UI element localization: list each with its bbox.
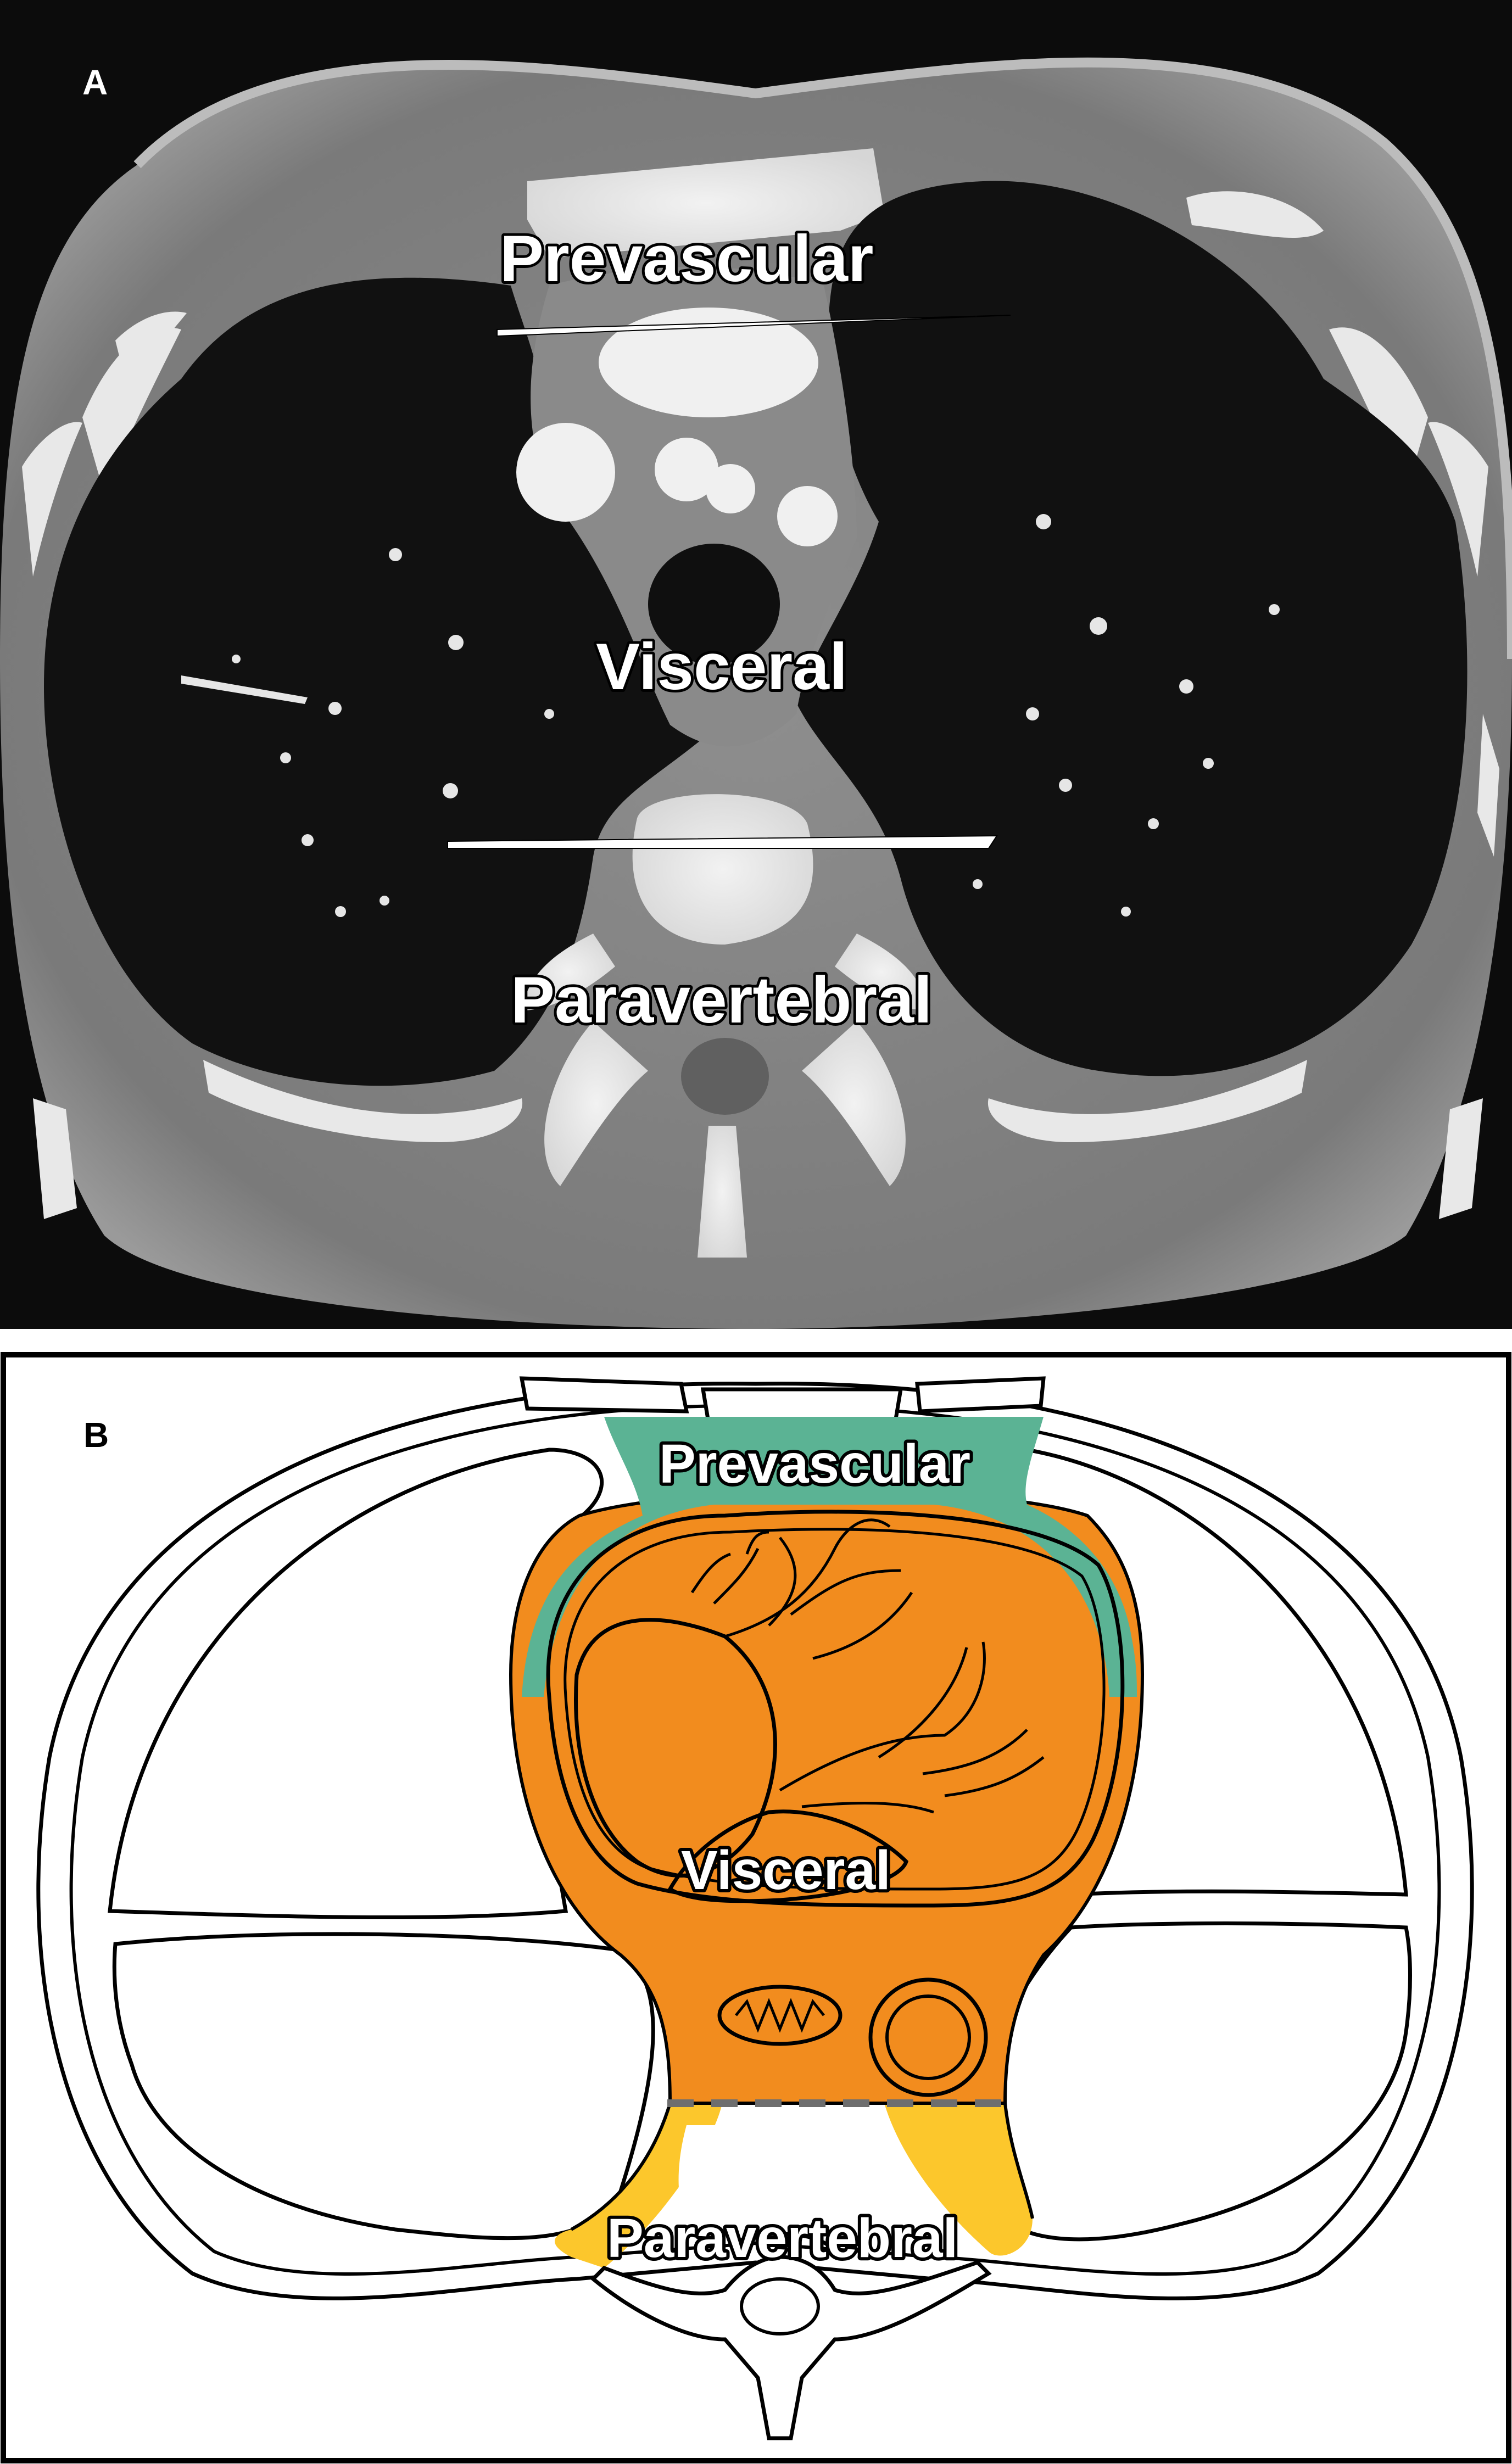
esophagus-lumen xyxy=(735,1998,825,2033)
panel-b-paravertebral-label: Paravertebral xyxy=(607,2208,958,2269)
pericardium-outer xyxy=(546,1510,1125,1908)
ct-sternum xyxy=(527,148,884,258)
panel-b-diagram: B Prevascular Visceral Paravertebral xyxy=(1,1352,1511,2463)
ct-ribs xyxy=(22,191,1499,1219)
ct-prevascular-boundary-line xyxy=(496,315,1011,337)
panel-a-visceral-label: Visceral xyxy=(596,630,847,703)
chest-wall-inner xyxy=(69,1404,1441,2276)
ct-skin-edge xyxy=(133,57,1512,660)
panel-b-prevascular-label: Prevascular xyxy=(659,1433,970,1495)
paravertebral-compartment-left-edge xyxy=(570,2103,672,2231)
ct-paravertebral-boundary-line xyxy=(447,835,998,849)
ct-spinal-canal xyxy=(681,1038,769,1115)
esophagus xyxy=(717,1985,843,2046)
coronary-vessels xyxy=(690,1518,1045,1814)
panel-a-letter: A xyxy=(82,63,108,102)
ct-trachea xyxy=(648,544,780,664)
vertebral-body-outline xyxy=(729,2232,831,2248)
paravertebral-compartment xyxy=(555,2103,1033,2268)
panel-b-visceral-label: Visceral xyxy=(681,1840,891,1901)
vertebral-arch xyxy=(590,2255,992,2440)
panel-a-prevascular-label: Prevascular xyxy=(500,222,874,295)
paravertebral-compartment-right-edge xyxy=(1003,2103,1034,2219)
spinal-canal xyxy=(740,2277,820,2336)
panel-separator xyxy=(0,1329,1512,1354)
ct-vertebra xyxy=(522,794,928,1258)
ct-great-vessels xyxy=(516,308,838,546)
right-atrium xyxy=(573,1618,777,1878)
panel-a-ct-image: A Prevascular Visceral Paravertebral xyxy=(0,0,1512,1329)
panel-b-letter: B xyxy=(83,1415,109,1455)
ct-left-lung xyxy=(796,181,1468,1076)
left-ventricle-base xyxy=(667,1809,909,1903)
descending-aorta-inner xyxy=(885,1994,971,2080)
prevascular-compartment xyxy=(522,1417,1137,1697)
vertebral-body xyxy=(678,2125,881,2246)
ct-pulmonary-vessels xyxy=(181,514,1280,917)
panel-a-paravertebral-label: Paravertebral xyxy=(511,963,932,1037)
